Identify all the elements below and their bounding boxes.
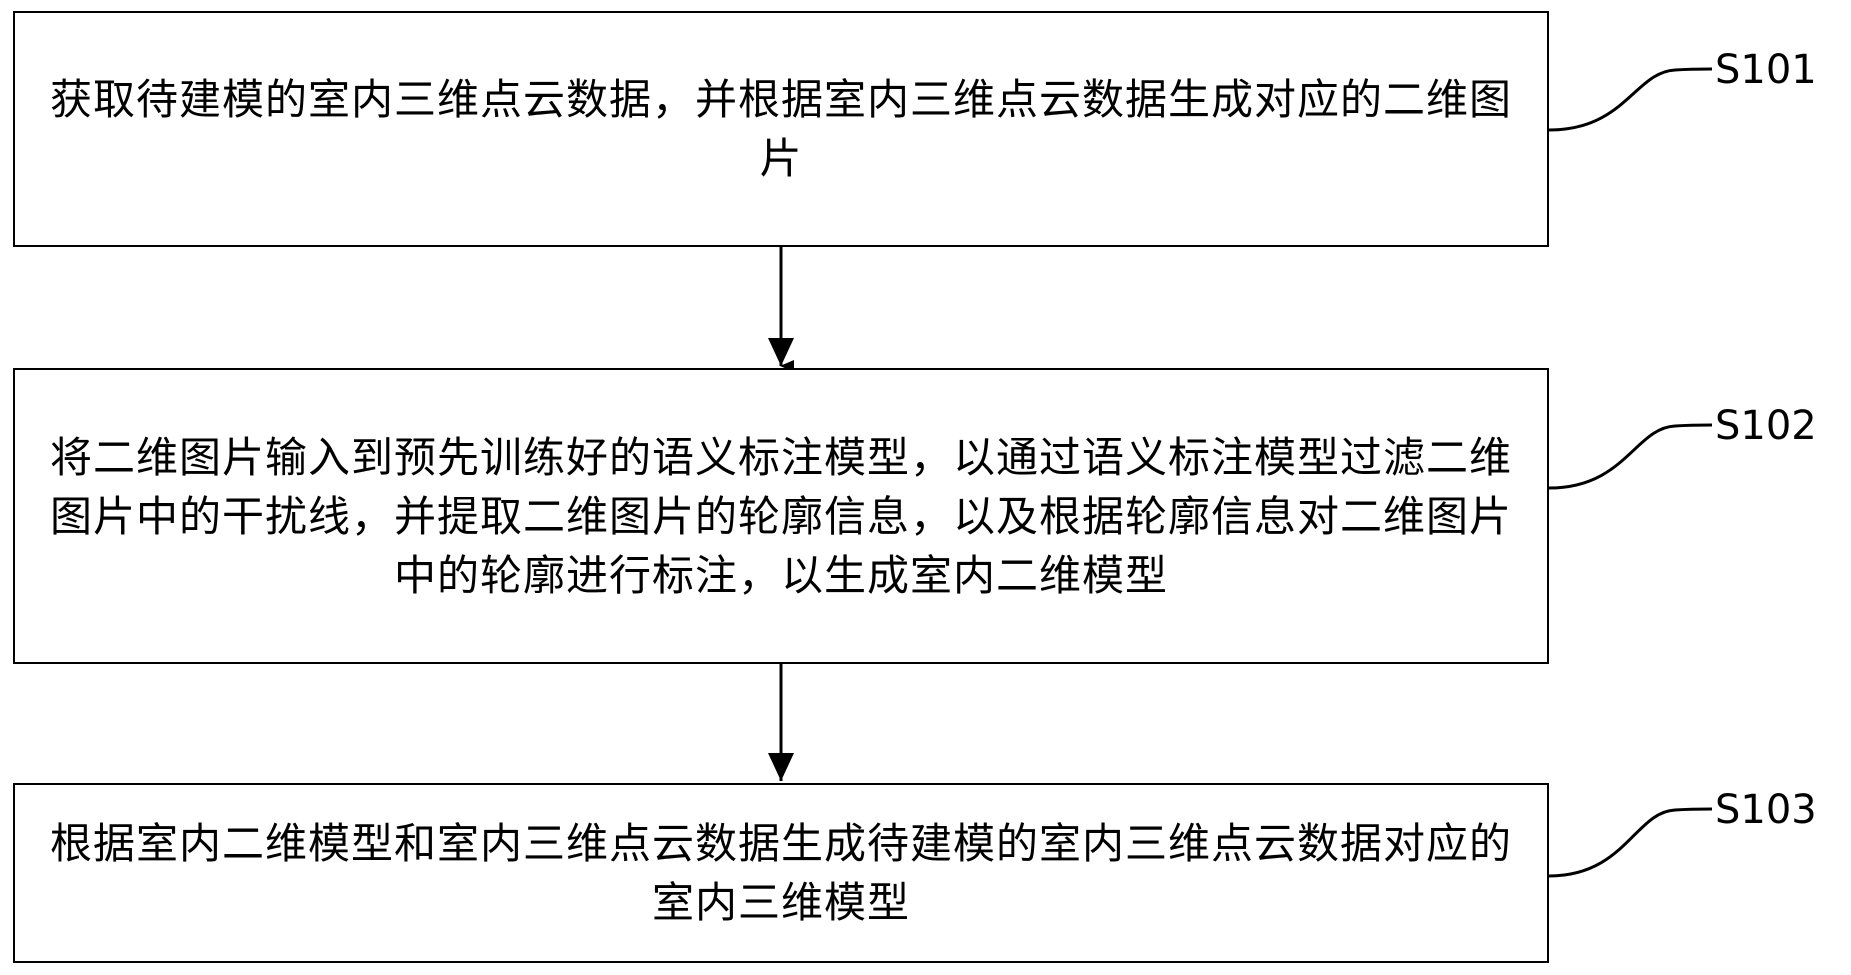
step-label-s103: S103 [1715,787,1817,833]
step-text-s102: 将二维图片输入到预先训练好的语义标注模型，以通过语义标注模型过滤二维图片中的干扰… [49,432,1512,600]
leader-line-s102 [1548,423,1713,490]
step-text-s103: 根据室内二维模型和室内三维点云数据生成待建模的室内三维点云数据对应的室内三维模型 [49,819,1512,927]
step-label-s101: S101 [1715,47,1817,93]
step-box-s101: 获取待建模的室内三维点云数据，并根据室内三维点云数据生成对应的二维图片 [13,11,1549,247]
step-label-s102: S102 [1715,403,1817,449]
step-box-s103: 根据室内二维模型和室内三维点云数据生成待建模的室内三维点云数据对应的室内三维模型 [13,783,1549,963]
flow-arrowhead-1 [768,338,794,366]
step-text-s101: 获取待建模的室内三维点云数据，并根据室内三维点云数据生成对应的二维图片 [49,75,1512,183]
step-box-s102: 将二维图片输入到预先训练好的语义标注模型，以通过语义标注模型过滤二维图片中的干扰… [13,368,1549,664]
flow-arrowhead-2 [768,753,794,781]
leader-line-s101 [1548,67,1713,132]
leader-line-s103 [1548,807,1713,878]
